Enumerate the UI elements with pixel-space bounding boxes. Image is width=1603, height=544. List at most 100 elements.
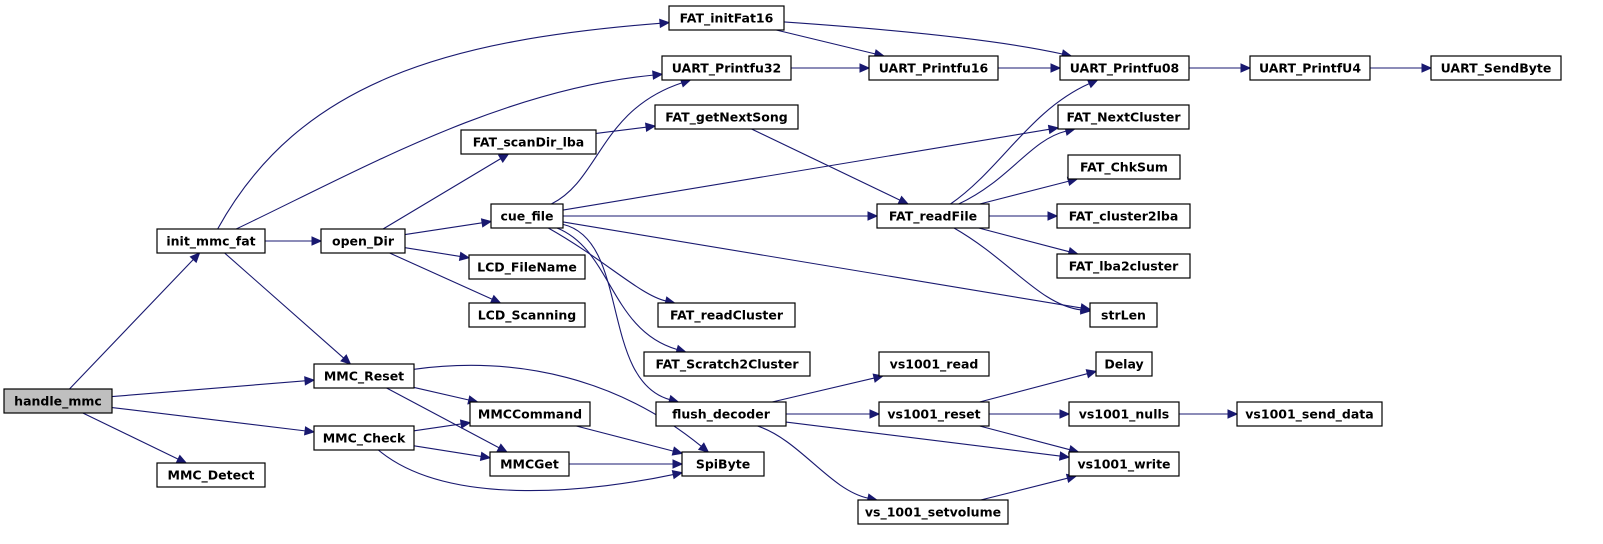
- arrowhead-icon: [497, 153, 510, 163]
- call-edge: [235, 70, 664, 230]
- function-node-mmc-check[interactable]: MMC_Check: [313, 425, 415, 451]
- node-label: MMC_Detect: [168, 468, 255, 484]
- edge-line: [785, 421, 1061, 457]
- node-box: [868, 55, 999, 81]
- arrowhead-icon: [697, 442, 710, 453]
- function-node-fat-lba2cluster[interactable]: FAT_lba2cluster: [1056, 253, 1191, 279]
- function-node-lcd-filename[interactable]: LCD_FileName: [468, 254, 586, 280]
- call-edge: [413, 419, 472, 432]
- function-node-uart-sendbyte[interactable]: UART_SendByte: [1430, 55, 1562, 81]
- node-label: FAT_Scratch2Cluster: [656, 357, 800, 373]
- node-box: [657, 302, 796, 328]
- call-edge: [413, 445, 492, 462]
- function-node-strlen[interactable]: strLen: [1089, 302, 1158, 328]
- edge-line: [111, 406, 306, 432]
- function-node-fat-initfat16[interactable]: FAT_initFat16: [668, 5, 785, 31]
- function-node-uart-printfu08[interactable]: UART_Printfu08: [1059, 55, 1190, 81]
- function-node-vs1001-write[interactable]: vs1001_write: [1068, 451, 1180, 477]
- arrowhead-icon: [1047, 124, 1060, 135]
- call-edge: [953, 227, 1092, 315]
- arrowhead-icon: [1240, 63, 1252, 73]
- node-box: [1068, 451, 1180, 477]
- function-node-fat-scandir-lba[interactable]: FAT_scanDir_lba: [460, 129, 597, 155]
- node-label: LCD_FileName: [477, 260, 577, 276]
- arrowhead-icon: [671, 469, 684, 480]
- function-node-fat-readcluster[interactable]: FAT_readCluster: [657, 302, 796, 328]
- node-box: [655, 401, 787, 427]
- node-box: [878, 401, 990, 427]
- function-node-fat-getnextsong[interactable]: FAT_getNextSong: [654, 104, 799, 130]
- call-edge: [979, 369, 1098, 403]
- edge-line: [386, 387, 500, 449]
- node-label: FAT_readCluster: [670, 308, 784, 324]
- arrowhead-icon: [644, 122, 657, 132]
- edge-line: [235, 74, 654, 230]
- function-node-lcd-scanning[interactable]: LCD_Scanning: [468, 302, 586, 328]
- function-node-delay[interactable]: Delay: [1095, 351, 1153, 377]
- arrowhead-icon: [175, 454, 188, 464]
- arrowhead-icon: [659, 18, 671, 29]
- call-edge: [111, 406, 316, 436]
- edge-line: [595, 126, 647, 135]
- call-edge: [785, 421, 1071, 461]
- node-box: [1095, 351, 1153, 377]
- function-node-mmcget[interactable]: MMCGet: [489, 451, 570, 477]
- function-node-fat-cluster2lba[interactable]: FAT_cluster2lba: [1056, 203, 1191, 229]
- node-label: UART_Printfu08: [1070, 61, 1180, 77]
- arrowhead-icon: [1421, 63, 1433, 73]
- function-node-fat-scratch2cluster[interactable]: FAT_Scratch2Cluster: [643, 351, 811, 377]
- arrowhead-icon: [1085, 369, 1098, 379]
- node-label: UART_Printfu32: [672, 61, 782, 77]
- function-node-uart-printfu16[interactable]: UART_Printfu16: [868, 55, 999, 81]
- edge-line: [751, 128, 901, 201]
- function-node-vs1001-nulls[interactable]: vs1001_nulls: [1068, 401, 1180, 427]
- call-edge: [978, 227, 1079, 257]
- edge-line: [576, 425, 674, 452]
- edge-line: [377, 449, 674, 492]
- node-label: MMC_Check: [323, 431, 406, 447]
- node-box: [1056, 253, 1191, 279]
- function-node-vs-1001-setvolume[interactable]: vs_1001_setvolume: [857, 499, 1009, 525]
- function-node-cue-file[interactable]: cue_file: [490, 203, 564, 229]
- arrowhead-icon: [311, 236, 323, 246]
- call-edge: [404, 247, 471, 262]
- function-node-handle-mmc[interactable]: handle_mmc: [3, 388, 113, 414]
- node-box: [313, 363, 415, 389]
- call-edge: [413, 386, 479, 405]
- function-node-spibyte[interactable]: SpiByte: [681, 451, 765, 477]
- node-label: UART_PrintfU4: [1259, 61, 1361, 77]
- function-node-open-dir[interactable]: open_Dir: [320, 228, 406, 254]
- arrowhead-icon: [869, 409, 881, 419]
- function-node-fat-readfile[interactable]: FAT_readFile: [876, 203, 990, 229]
- function-node-flush-decoder[interactable]: flush_decoder: [655, 401, 787, 427]
- edge-line: [979, 180, 1069, 205]
- node-label: MMC_Reset: [324, 369, 404, 385]
- function-node-mmccommand[interactable]: MMCCommand: [469, 401, 591, 427]
- edge-line: [757, 425, 869, 499]
- node-label: vs1001_nulls: [1079, 407, 1169, 423]
- function-node-init-mmc-fat[interactable]: init_mmc_fat: [156, 228, 266, 254]
- arrowhead-icon: [496, 443, 509, 453]
- call-edge: [69, 252, 201, 390]
- function-node-uart-printfu32[interactable]: UART_Printfu32: [661, 55, 792, 81]
- edge-line: [217, 22, 661, 230]
- function-node-vs1001-reset[interactable]: vs1001_reset: [878, 401, 990, 427]
- function-node-fat-nextcluster[interactable]: FAT_NextCluster: [1057, 104, 1190, 130]
- function-node-vs1001-send-data[interactable]: vs1001_send_data: [1236, 401, 1383, 427]
- node-label: handle_mmc: [14, 394, 102, 410]
- node-box: [468, 254, 586, 280]
- node-box: [661, 55, 792, 81]
- edge-line: [413, 386, 469, 401]
- node-box: [654, 104, 799, 130]
- node-label: vs1001_send_data: [1245, 407, 1373, 423]
- arrowhead-icon: [189, 252, 201, 264]
- function-node-vs1001-read[interactable]: vs1001_read: [878, 351, 990, 377]
- function-node-fat-chksum[interactable]: FAT_ChkSum: [1067, 154, 1181, 180]
- function-node-uart-printfu4[interactable]: UART_PrintfU4: [1249, 55, 1371, 81]
- call-edge: [377, 449, 684, 492]
- node-label: UART_SendByte: [1441, 61, 1552, 77]
- function-node-mmc-reset[interactable]: MMC_Reset: [313, 363, 415, 389]
- edge-line: [980, 477, 1068, 501]
- function-node-mmc-detect[interactable]: MMC_Detect: [156, 462, 266, 488]
